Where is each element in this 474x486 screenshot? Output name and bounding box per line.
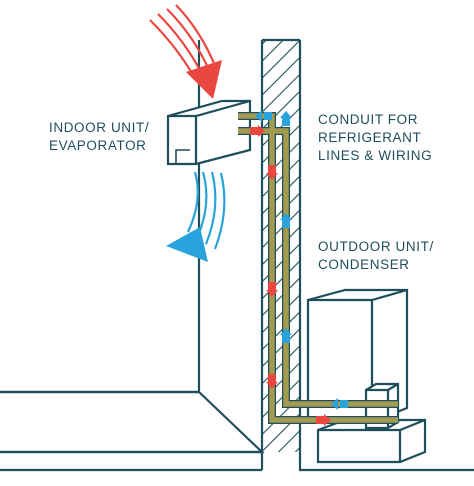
conduit-label: CONDUIT FOR REFRIGERANT LINES & WIRING bbox=[318, 112, 432, 163]
flow-arrow-red bbox=[266, 165, 278, 180]
conduit-label-line1: CONDUIT FOR bbox=[318, 112, 418, 127]
room-floor bbox=[0, 390, 265, 454]
outdoor-unit-label: OUTDOOR UNIT/ CONDENSER bbox=[318, 239, 434, 272]
conduit-label-line3: LINES & WIRING bbox=[318, 148, 432, 163]
flow-arrow-red bbox=[266, 282, 278, 297]
outdoor-unit-label-line1: OUTDOOR UNIT/ bbox=[318, 239, 434, 254]
flow-arrow-red bbox=[266, 374, 278, 389]
cold-air-arrow-icon bbox=[166, 171, 226, 262]
outdoor-unit bbox=[306, 288, 427, 464]
hot-air-arrow-icon bbox=[149, 4, 222, 99]
flow-arrow-blue bbox=[255, 110, 272, 122]
conduit-label-line2: REFRIGERANT bbox=[318, 130, 421, 145]
refrigerant-flow-arrow-icon bbox=[250, 110, 348, 426]
flow-arrow-red bbox=[316, 414, 331, 426]
flow-arrow-blue bbox=[280, 111, 292, 126]
flow-arrow-blue bbox=[280, 328, 292, 343]
indoor-unit-label-line1: INDOOR UNIT/ bbox=[49, 120, 149, 135]
indoor-unit bbox=[166, 99, 252, 166]
flow-arrow-blue bbox=[331, 398, 348, 410]
flow-arrow-red bbox=[250, 125, 265, 137]
outdoor-unit-label-line2: CONDENSER bbox=[318, 257, 410, 272]
indoor-unit-label: INDOOR UNIT/ EVAPORATOR bbox=[49, 120, 149, 153]
flow-arrow-blue bbox=[280, 213, 292, 228]
room bbox=[0, 40, 265, 472]
indoor-unit-label-line2: EVAPORATOR bbox=[49, 138, 147, 153]
